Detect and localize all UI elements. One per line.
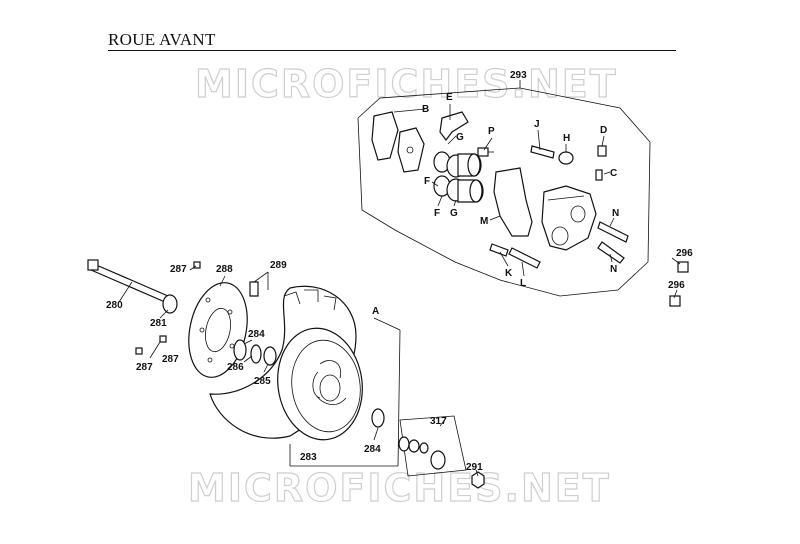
bolt-l bbox=[508, 247, 541, 269]
label-h: H bbox=[563, 133, 570, 144]
caliper-bracket bbox=[493, 167, 533, 237]
label-g-lower: G bbox=[450, 208, 458, 219]
caliper-body bbox=[541, 185, 597, 251]
bolt-k bbox=[489, 243, 509, 257]
label-285: 285 bbox=[254, 376, 271, 387]
axle bbox=[87, 259, 169, 303]
valve-289 bbox=[249, 281, 259, 297]
label-m: M bbox=[480, 216, 488, 227]
label-291: 291 bbox=[466, 462, 483, 473]
label-n-lower: N bbox=[610, 264, 617, 275]
label-a: A bbox=[372, 306, 379, 317]
label-289: 289 bbox=[270, 260, 287, 271]
bolt-p bbox=[477, 147, 494, 157]
bolts-287 bbox=[135, 261, 201, 355]
label-317: 317 bbox=[430, 416, 447, 427]
label-288: 288 bbox=[216, 264, 233, 275]
label-296-upper: 296 bbox=[676, 248, 693, 259]
label-f-upper: F bbox=[424, 176, 430, 187]
spacer-281 bbox=[162, 294, 178, 314]
label-p: P bbox=[488, 126, 495, 137]
label-281: 281 bbox=[150, 318, 167, 329]
watermark-bottom: MICROFICHES.NET bbox=[187, 465, 611, 510]
label-g-upper: G bbox=[456, 132, 464, 143]
label-287-bottom: 287 bbox=[136, 362, 153, 373]
bleeder-screw bbox=[595, 145, 607, 181]
page-title: ROUE AVANT bbox=[108, 30, 216, 49]
label-284-right: 284 bbox=[364, 444, 381, 455]
bearings bbox=[233, 339, 277, 366]
pad-spring bbox=[439, 111, 469, 141]
label-284-left: 284 bbox=[248, 329, 265, 340]
label-e: E bbox=[446, 92, 453, 103]
bolt-n-lower bbox=[597, 241, 625, 264]
label-l: L bbox=[520, 278, 526, 289]
label-b: B bbox=[422, 104, 429, 115]
speedometer-drive bbox=[398, 415, 467, 477]
pistons bbox=[457, 153, 484, 203]
label-f-lower: F bbox=[434, 208, 440, 219]
pin-j bbox=[530, 145, 555, 159]
label-n-upper: N bbox=[612, 208, 619, 219]
label-286: 286 bbox=[227, 362, 244, 373]
label-k: K bbox=[505, 268, 513, 279]
label-280: 280 bbox=[106, 300, 123, 311]
title-rule bbox=[108, 50, 676, 51]
label-d: D bbox=[600, 125, 607, 136]
watermark-top: MICROFICHES.NET bbox=[194, 61, 618, 106]
label-j: J bbox=[534, 119, 540, 130]
label-283: 283 bbox=[300, 452, 317, 463]
label-293: 293 bbox=[510, 70, 527, 81]
boot-h bbox=[558, 151, 574, 165]
bolt-n-upper bbox=[597, 221, 629, 243]
label-296-lower: 296 bbox=[668, 280, 685, 291]
label-287-middle: 287 bbox=[162, 354, 179, 365]
bearing-284-right bbox=[371, 408, 385, 428]
label-287-top: 287 bbox=[170, 264, 187, 275]
brake-pads bbox=[371, 111, 425, 173]
wheel-rim bbox=[277, 327, 363, 441]
axle-nut bbox=[471, 471, 485, 489]
brake-disc bbox=[188, 282, 248, 378]
label-c: C bbox=[610, 168, 617, 179]
leader-lines bbox=[118, 80, 681, 477]
